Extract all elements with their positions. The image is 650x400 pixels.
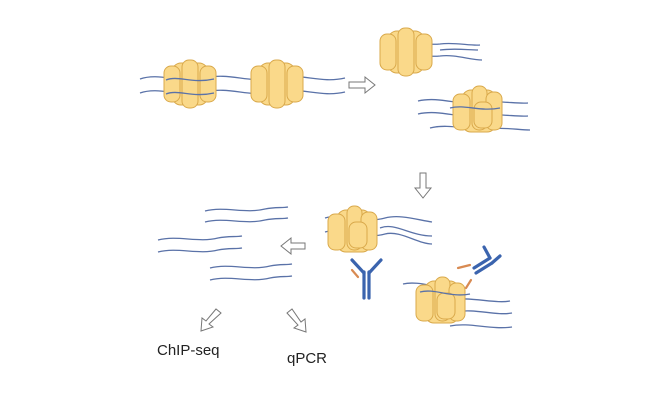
- nucleosome: [163, 59, 217, 109]
- dna-fragment: [204, 217, 289, 223]
- dna-fragment: [209, 275, 293, 281]
- purified-dna: [157, 206, 293, 281]
- dna-fragment: [209, 263, 293, 269]
- chip-seq-label: ChIP-seq: [157, 342, 220, 359]
- epitope-mark: [350, 268, 360, 279]
- nucleosome: [327, 205, 378, 253]
- arrow-to-chip-seq: [200, 308, 222, 332]
- nucleosome: [250, 59, 304, 109]
- nucleosome: [379, 27, 433, 77]
- dna-fragment: [204, 206, 289, 212]
- arrow-left: [280, 236, 306, 256]
- antibody: [472, 245, 502, 275]
- arrow-down: [413, 172, 433, 199]
- qpcr-label: qPCR: [287, 350, 328, 367]
- antibody: [350, 258, 383, 300]
- epitope-mark: [456, 263, 472, 270]
- epitope-mark: [464, 278, 473, 290]
- dna-fragment: [157, 235, 243, 241]
- dna-fragment: [157, 247, 243, 253]
- arrow-right: [348, 75, 376, 95]
- arrow-to-qpcr: [286, 308, 307, 333]
